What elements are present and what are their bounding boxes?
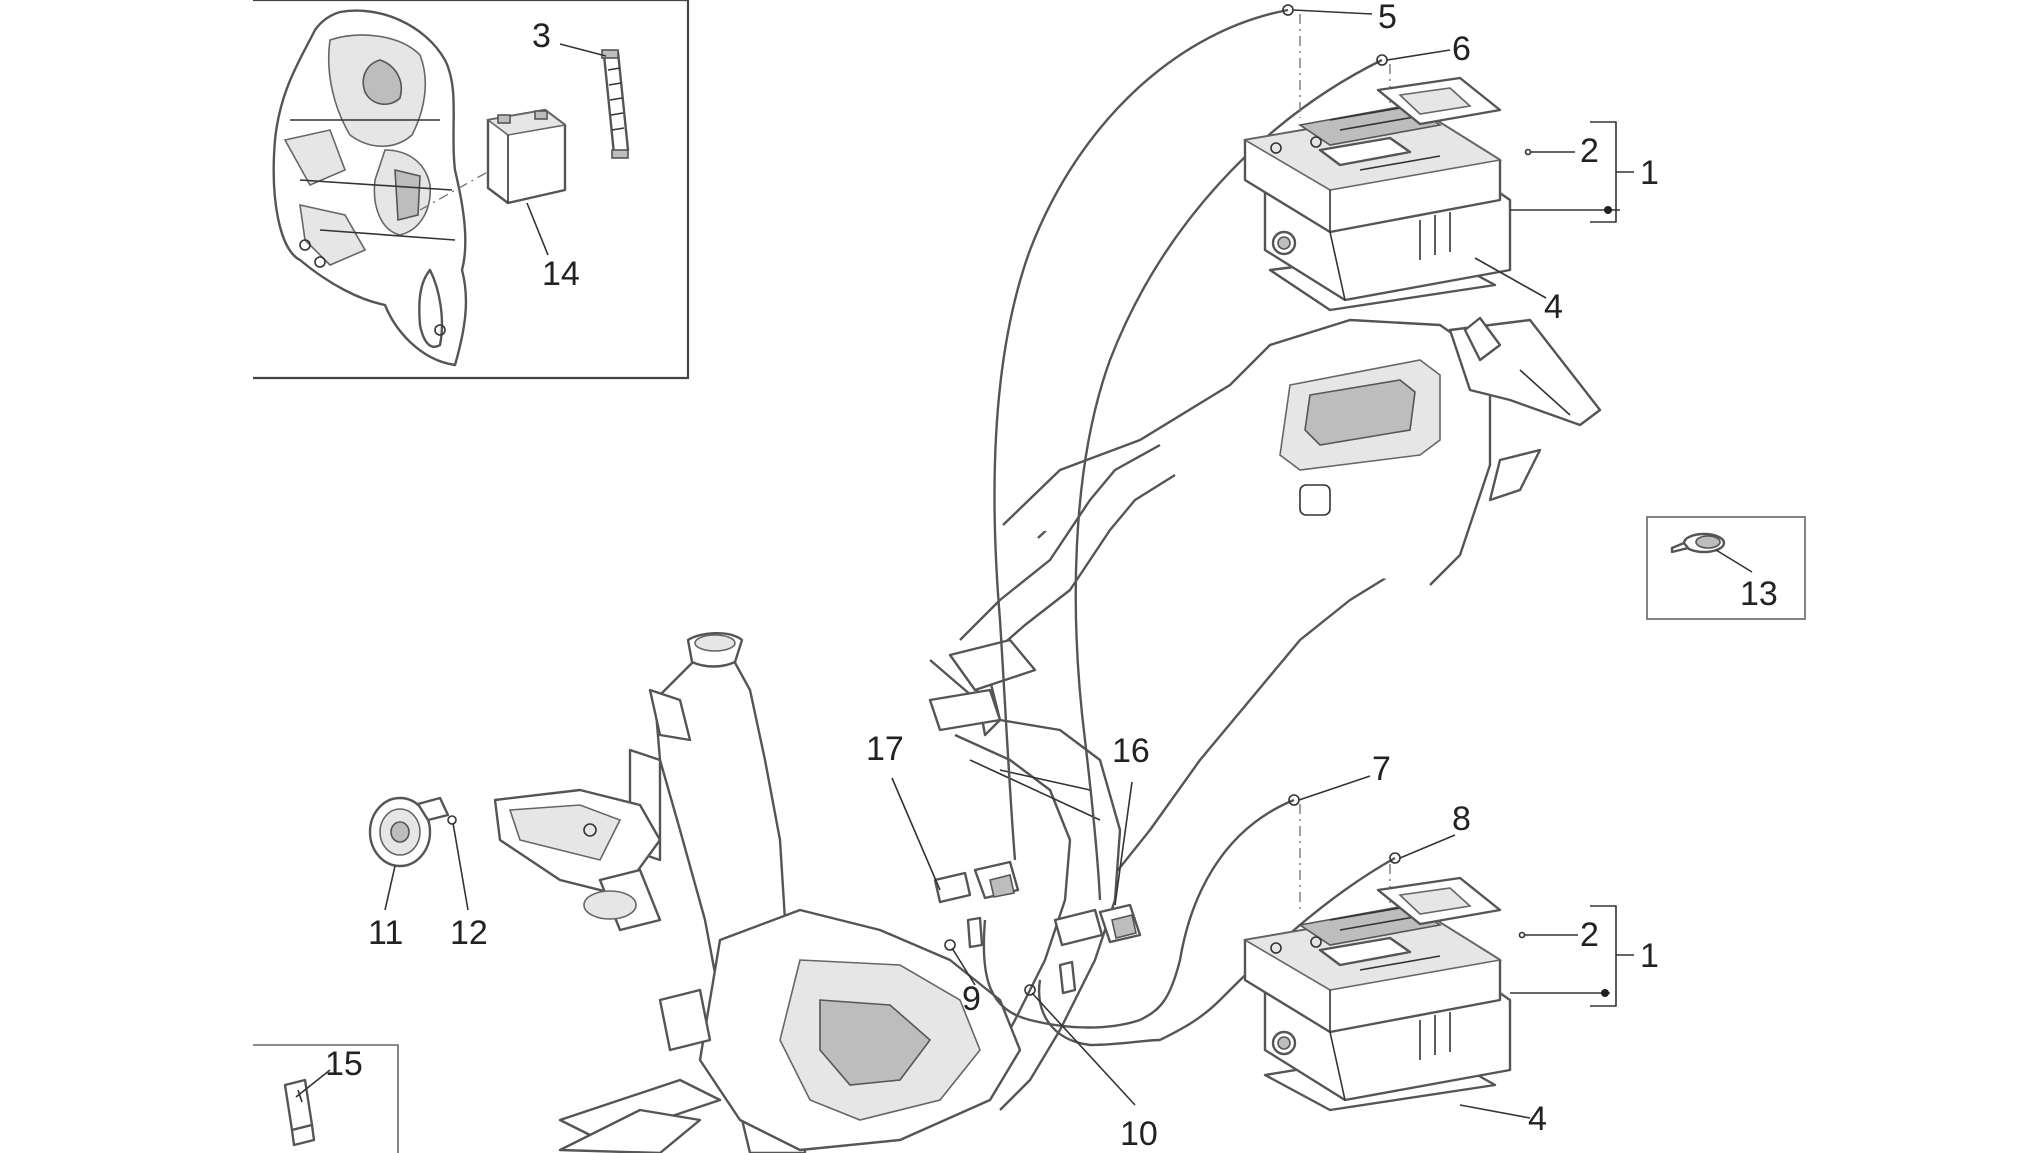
inset-part-13 [1646, 516, 1806, 620]
callout-5: 5 [1378, 0, 1397, 36]
connector-part-17 [933, 860, 1020, 949]
leader-lines [295, 9, 1753, 1119]
callout-1-bottom: 1 [1640, 937, 1659, 975]
connector-part-16 [1053, 903, 1142, 995]
battery-small-part-14 [486, 108, 567, 205]
nut-part-9 [944, 939, 956, 951]
callout-6: 6 [1452, 30, 1471, 68]
scooter-main-frame [493, 316, 1602, 1153]
battery-bottom-assembly [1242, 804, 1512, 1112]
callout-14: 14 [542, 255, 580, 293]
callout-1-top: 1 [1640, 154, 1659, 192]
callout-3: 3 [532, 17, 551, 55]
battery-cables [982, 4, 1401, 1047]
callout-16: 16 [1112, 732, 1150, 770]
nut-part-10 [1024, 984, 1036, 996]
callout-13: 13 [1740, 575, 1778, 613]
callout-8: 8 [1452, 800, 1471, 838]
callout-4-top: 4 [1544, 288, 1563, 326]
horn-part-11 [368, 796, 450, 868]
inset-front-shield [253, 0, 690, 380]
callout-labels: 5 6 2 1 4 3 14 13 17 16 7 8 2 1 4 9 10 1… [325, 0, 1778, 1153]
callout-2-top: 2 [1580, 132, 1599, 170]
callout-2-bottom: 2 [1580, 916, 1599, 954]
callout-4-bottom: 4 [1528, 1100, 1547, 1138]
callout-11: 11 [368, 914, 403, 952]
strap-part-3 [601, 49, 630, 159]
inset-part-15 [253, 1044, 399, 1153]
screw-part-12 [447, 815, 457, 825]
callout-15: 15 [325, 1045, 363, 1083]
callout-7: 7 [1372, 750, 1391, 788]
callout-12: 12 [450, 914, 488, 952]
callout-10: 10 [1120, 1115, 1158, 1153]
callout-17: 17 [866, 730, 904, 768]
callout-9: 9 [962, 980, 981, 1018]
battery-top-assembly [1242, 14, 1512, 312]
